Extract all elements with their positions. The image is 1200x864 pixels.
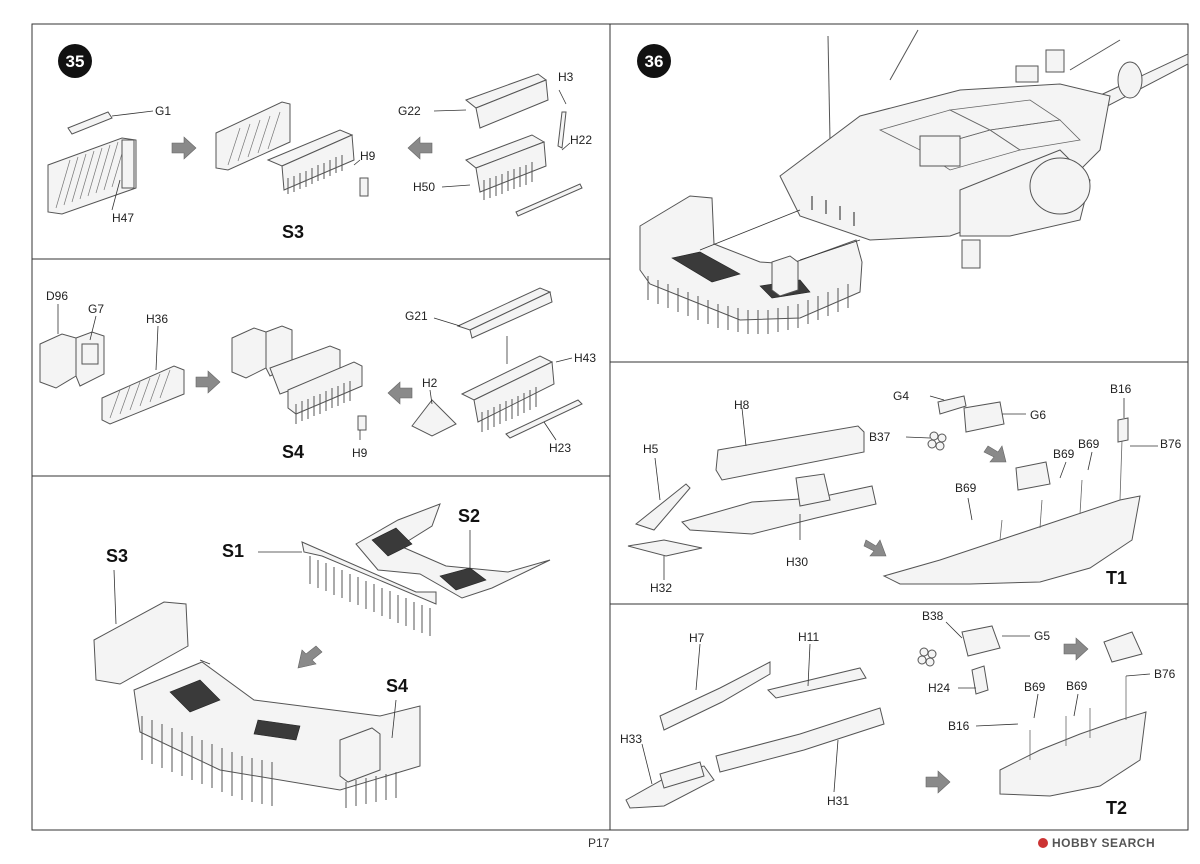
panel-s3-labels: G1 H47 G22 H3 H22 H9 H50 S3: [112, 70, 592, 242]
panel-s4: [39, 287, 583, 441]
part-d96-g7-h36-drawing: [39, 331, 185, 425]
panel-tank: [639, 29, 1189, 334]
part-label: B37: [869, 430, 891, 444]
part-label: H22: [570, 133, 592, 147]
part-label: B69: [1066, 679, 1088, 693]
result-label-s3: S3: [282, 222, 304, 242]
part-label: H43: [574, 351, 596, 365]
part-label: H50: [413, 180, 435, 194]
part-label: H36: [146, 312, 168, 326]
part-label: H9: [352, 446, 368, 460]
step-badge-36: 36: [637, 44, 671, 78]
s1-s2-drawing: [301, 503, 551, 636]
step-arrow-right: [925, 770, 951, 794]
part-label: H11: [798, 630, 819, 644]
step-arrow-left: [407, 136, 433, 160]
panel-t2: [625, 621, 1151, 809]
part-label: B76: [1160, 437, 1182, 451]
step-badge-35: 35: [58, 44, 92, 78]
panel-assembly-labels: S3 S1 S2 S4: [106, 506, 480, 696]
part-label: B16: [1110, 382, 1132, 396]
part-label: H30: [786, 555, 808, 569]
step-number-35: 35: [66, 52, 85, 71]
panel-t1-labels: G4 G6 B37 B16 B76 B69 B69 B69 H8 H5 H30 …: [643, 382, 1182, 595]
part-label: H7: [689, 631, 705, 645]
part-label: H23: [549, 441, 571, 455]
watermark-logo-icon: [1038, 838, 1048, 848]
part-label: B16: [948, 719, 970, 733]
part-label: H33: [620, 732, 642, 746]
panel-t1: [627, 395, 1158, 585]
tank-turret-drawing: [639, 29, 1189, 334]
part-label: G1: [155, 104, 171, 118]
part-label: H9: [360, 149, 376, 163]
step-arrow-left: [387, 381, 413, 405]
part-label: G22: [398, 104, 421, 118]
assembly-label-s4: S4: [386, 676, 408, 696]
panel-borders: [31, 23, 1189, 831]
part-label: G4: [893, 389, 909, 403]
part-label: B38: [922, 609, 944, 623]
t2-parts-drawing: [625, 661, 885, 809]
step-number-36: 36: [645, 52, 664, 71]
page-number: P17: [588, 836, 610, 850]
assembly-label-s1: S1: [222, 541, 244, 561]
part-label: D96: [46, 289, 68, 303]
part-label: G5: [1034, 629, 1050, 643]
step-arrow-right: [171, 136, 197, 160]
watermark: HOBBY SEARCH: [1038, 836, 1155, 850]
part-label: B76: [1154, 667, 1176, 681]
s3-assembled-drawing: [215, 101, 369, 197]
part-label: H47: [112, 211, 134, 225]
panel-s3: [47, 73, 583, 217]
t2-subassembly-drawing: [917, 625, 1147, 797]
part-g21-h43-drawing: [411, 287, 583, 439]
part-label: G7: [88, 302, 104, 316]
result-label-t2: T2: [1106, 798, 1127, 818]
combined-bumper-drawing: [93, 601, 421, 808]
part-label: H24: [928, 681, 950, 695]
part-label: B69: [1053, 447, 1075, 461]
part-label: H32: [650, 581, 672, 595]
part-label: B69: [955, 481, 977, 495]
t1-subassembly-drawing: [882, 395, 1141, 585]
part-h47-drawing: [47, 111, 137, 215]
part-label: B69: [1078, 437, 1100, 451]
assembly-label-s2: S2: [458, 506, 480, 526]
result-label-t1: T1: [1106, 568, 1127, 588]
part-g22-h50-drawing: [464, 73, 583, 217]
assembly-label-s3: S3: [106, 546, 128, 566]
step-arrow-right: [195, 370, 221, 394]
panel-t2-labels: B38 G5 B76 H24 B69 B69 B16 H7 H11 H33 H3…: [620, 609, 1176, 818]
part-label: H8: [734, 398, 750, 412]
step-arrow-down-right: [863, 539, 887, 557]
part-label: G21: [405, 309, 428, 323]
result-label-s4: S4: [282, 442, 304, 462]
part-label: B69: [1024, 680, 1046, 694]
part-label: H31: [827, 794, 849, 808]
step-arrow-right: [1063, 637, 1089, 661]
panel-s4-labels: D96 G7 H36 G21 H43 H2 H9 H23 S4: [46, 289, 596, 462]
part-label: H3: [558, 70, 574, 84]
part-label: G6: [1030, 408, 1046, 422]
panel-assembly: [93, 503, 551, 808]
step-arrow-down-left: [297, 645, 323, 669]
watermark-text: HOBBY SEARCH: [1052, 836, 1156, 850]
t1-parts-drawing: [627, 425, 877, 557]
part-label: H5: [643, 442, 659, 456]
part-label: H2: [422, 376, 438, 390]
s4-assembled-drawing: [231, 325, 367, 431]
